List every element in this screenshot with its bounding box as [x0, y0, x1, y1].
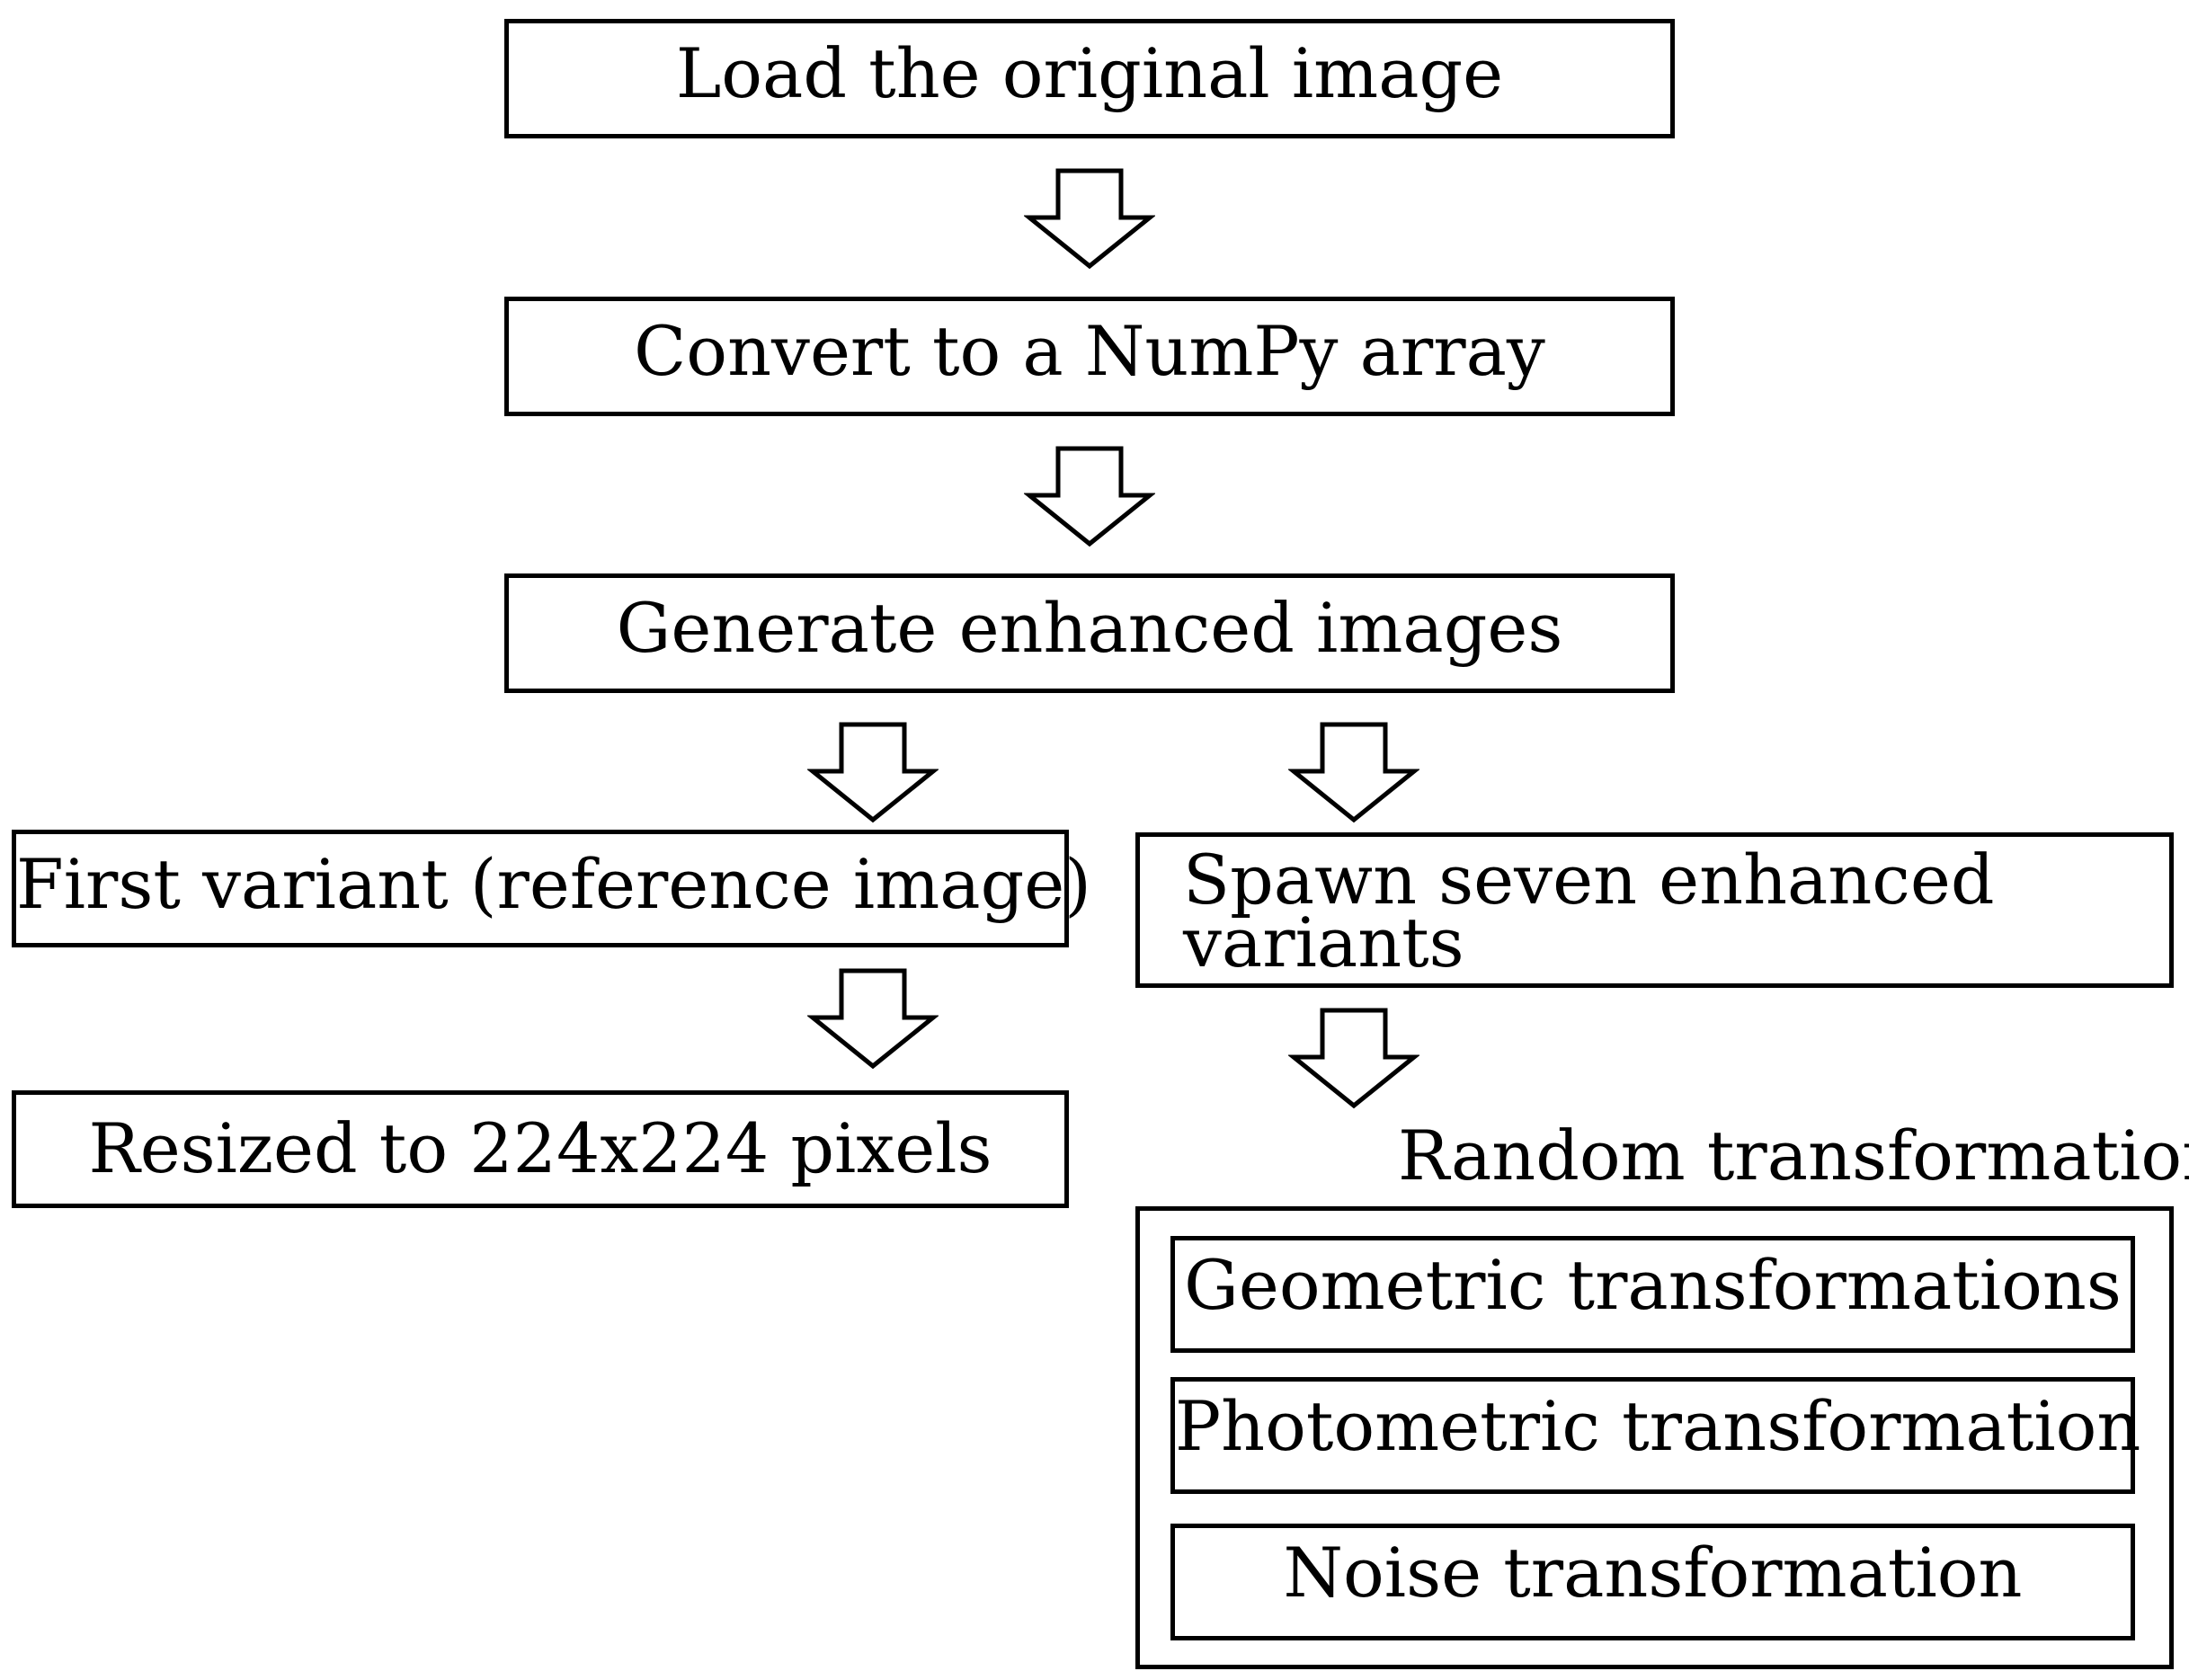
arrow-down-icon: [807, 967, 939, 1070]
arrow-down-icon: [1288, 721, 1419, 823]
arrow-down-icon: [1288, 1007, 1419, 1109]
geometric-transformations-label: Geometric transformations: [1184, 1245, 2122, 1325]
first-variant-box: First variant (reference image): [12, 830, 1091, 947]
convert-numpy-label: Convert to a NumPy array: [634, 311, 1545, 391]
spawn-variants-label-line1: Spawn seven enhanced: [1183, 840, 1995, 920]
noise-transformation-box: Noise transformation: [1170, 1524, 2135, 1640]
noise-transformation-label: Noise transformation: [1283, 1533, 2023, 1613]
arrow-down-icon: [807, 721, 939, 823]
arrow-down-icon: [1024, 445, 1155, 547]
random-transformation-group: Geometric transformations Photometric tr…: [1135, 1206, 2174, 1669]
load-image-box: Load the original image: [504, 19, 1675, 138]
convert-numpy-box: Convert to a NumPy array: [504, 297, 1675, 416]
spawn-variants-box: Spawn seven enhanced variants: [1135, 832, 2174, 988]
resize-box: Resized to 224x224 pixels: [12, 1090, 1069, 1208]
geometric-transformations-box: Geometric transformations: [1170, 1236, 2135, 1353]
random-transformation-label: Random transformation: [1398, 1116, 2189, 1196]
arrow-down-icon: [1024, 167, 1155, 270]
generate-enhanced-box: Generate enhanced images: [504, 573, 1675, 693]
resize-label: Resized to 224x224 pixels: [88, 1108, 992, 1188]
photometric-transformation-box: Photometric transformation: [1170, 1377, 2141, 1494]
spawn-variants-label-line2: variants: [1183, 902, 1464, 982]
load-image-label: Load the original image: [675, 33, 1504, 113]
photometric-transformation-label: Photometric transformation: [1175, 1386, 2141, 1466]
first-variant-label: First variant (reference image): [16, 844, 1091, 924]
generate-enhanced-label: Generate enhanced images: [616, 588, 1563, 668]
